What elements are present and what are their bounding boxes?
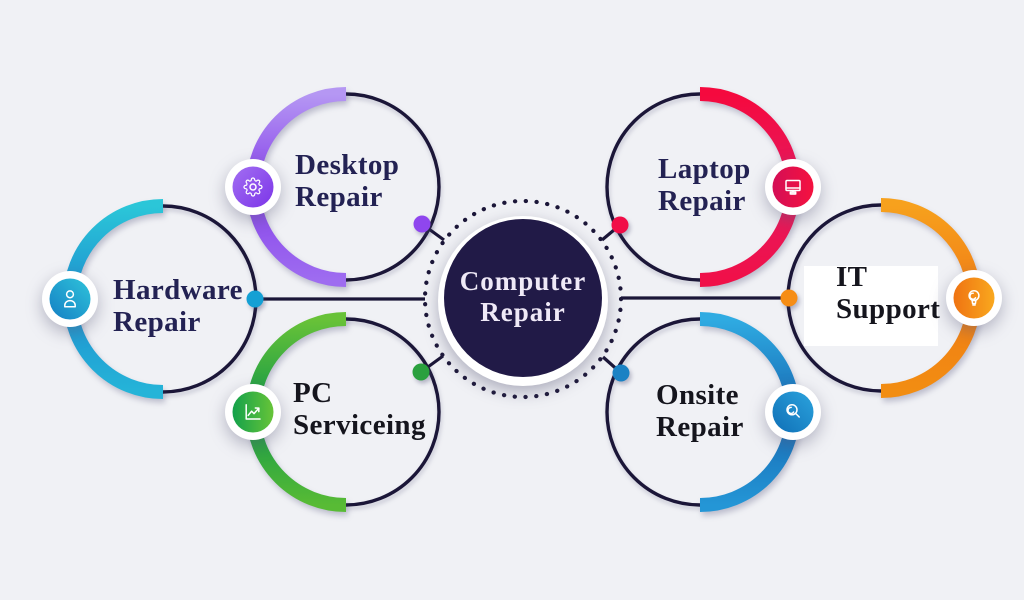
monitor-icon (785, 179, 801, 195)
onsite-repair-badge (765, 384, 821, 440)
it-support-connector-dot (780, 289, 798, 307)
label-line: Repair (113, 306, 201, 338)
gear-icon (243, 177, 263, 197)
pc-serviceing-badge (225, 384, 281, 440)
laptop-repair-badge (765, 159, 821, 215)
label-line: IT (836, 261, 868, 293)
laptop-connector-dot (611, 216, 629, 234)
label-line: Repair (295, 181, 383, 213)
center-title-line: Computer (459, 266, 587, 296)
center-dark-disc (444, 219, 602, 377)
person-icon (64, 290, 76, 308)
it-support-label-background (804, 266, 938, 346)
label-line: Laptop (658, 153, 751, 185)
onsite-repair-label: Onsite Repair (656, 379, 744, 443)
chart-icon (245, 404, 261, 420)
label-line: PC (293, 377, 333, 409)
it-support-badge (946, 270, 1002, 326)
hardware-repair-label: Hardware Repair (113, 274, 243, 338)
label-line: Onsite (656, 379, 739, 411)
label-line: Repair (658, 185, 746, 217)
pc-serviceing-connector-dot (412, 363, 430, 381)
pc-serviceing-label: PC Serviceing (293, 377, 426, 441)
label-line: Serviceing (293, 409, 426, 441)
label-line: Hardware (113, 274, 243, 306)
magnifier-icon (786, 404, 800, 418)
center-hub-graphics (422, 198, 624, 400)
center-title: Computer Repair (423, 266, 623, 328)
label-line: Support (836, 293, 941, 325)
label-line: Desktop (295, 149, 400, 181)
lightbulb-icon (968, 289, 980, 306)
laptop-repair-label: Laptop Repair (658, 153, 751, 217)
hardware-repair-badge (42, 271, 98, 327)
it-support-label: IT Support (836, 261, 940, 325)
onsite-connector-dot (612, 364, 630, 382)
hardware-connector-dot (246, 290, 264, 308)
label-line: Repair (656, 411, 744, 443)
center-dotted-ring (422, 198, 624, 400)
center-title-line: Repair (480, 297, 566, 327)
desktop-connector-dot (413, 215, 431, 233)
desktop-repair-label: Desktop Repair (295, 149, 399, 213)
desktop-repair-badge (225, 159, 281, 215)
